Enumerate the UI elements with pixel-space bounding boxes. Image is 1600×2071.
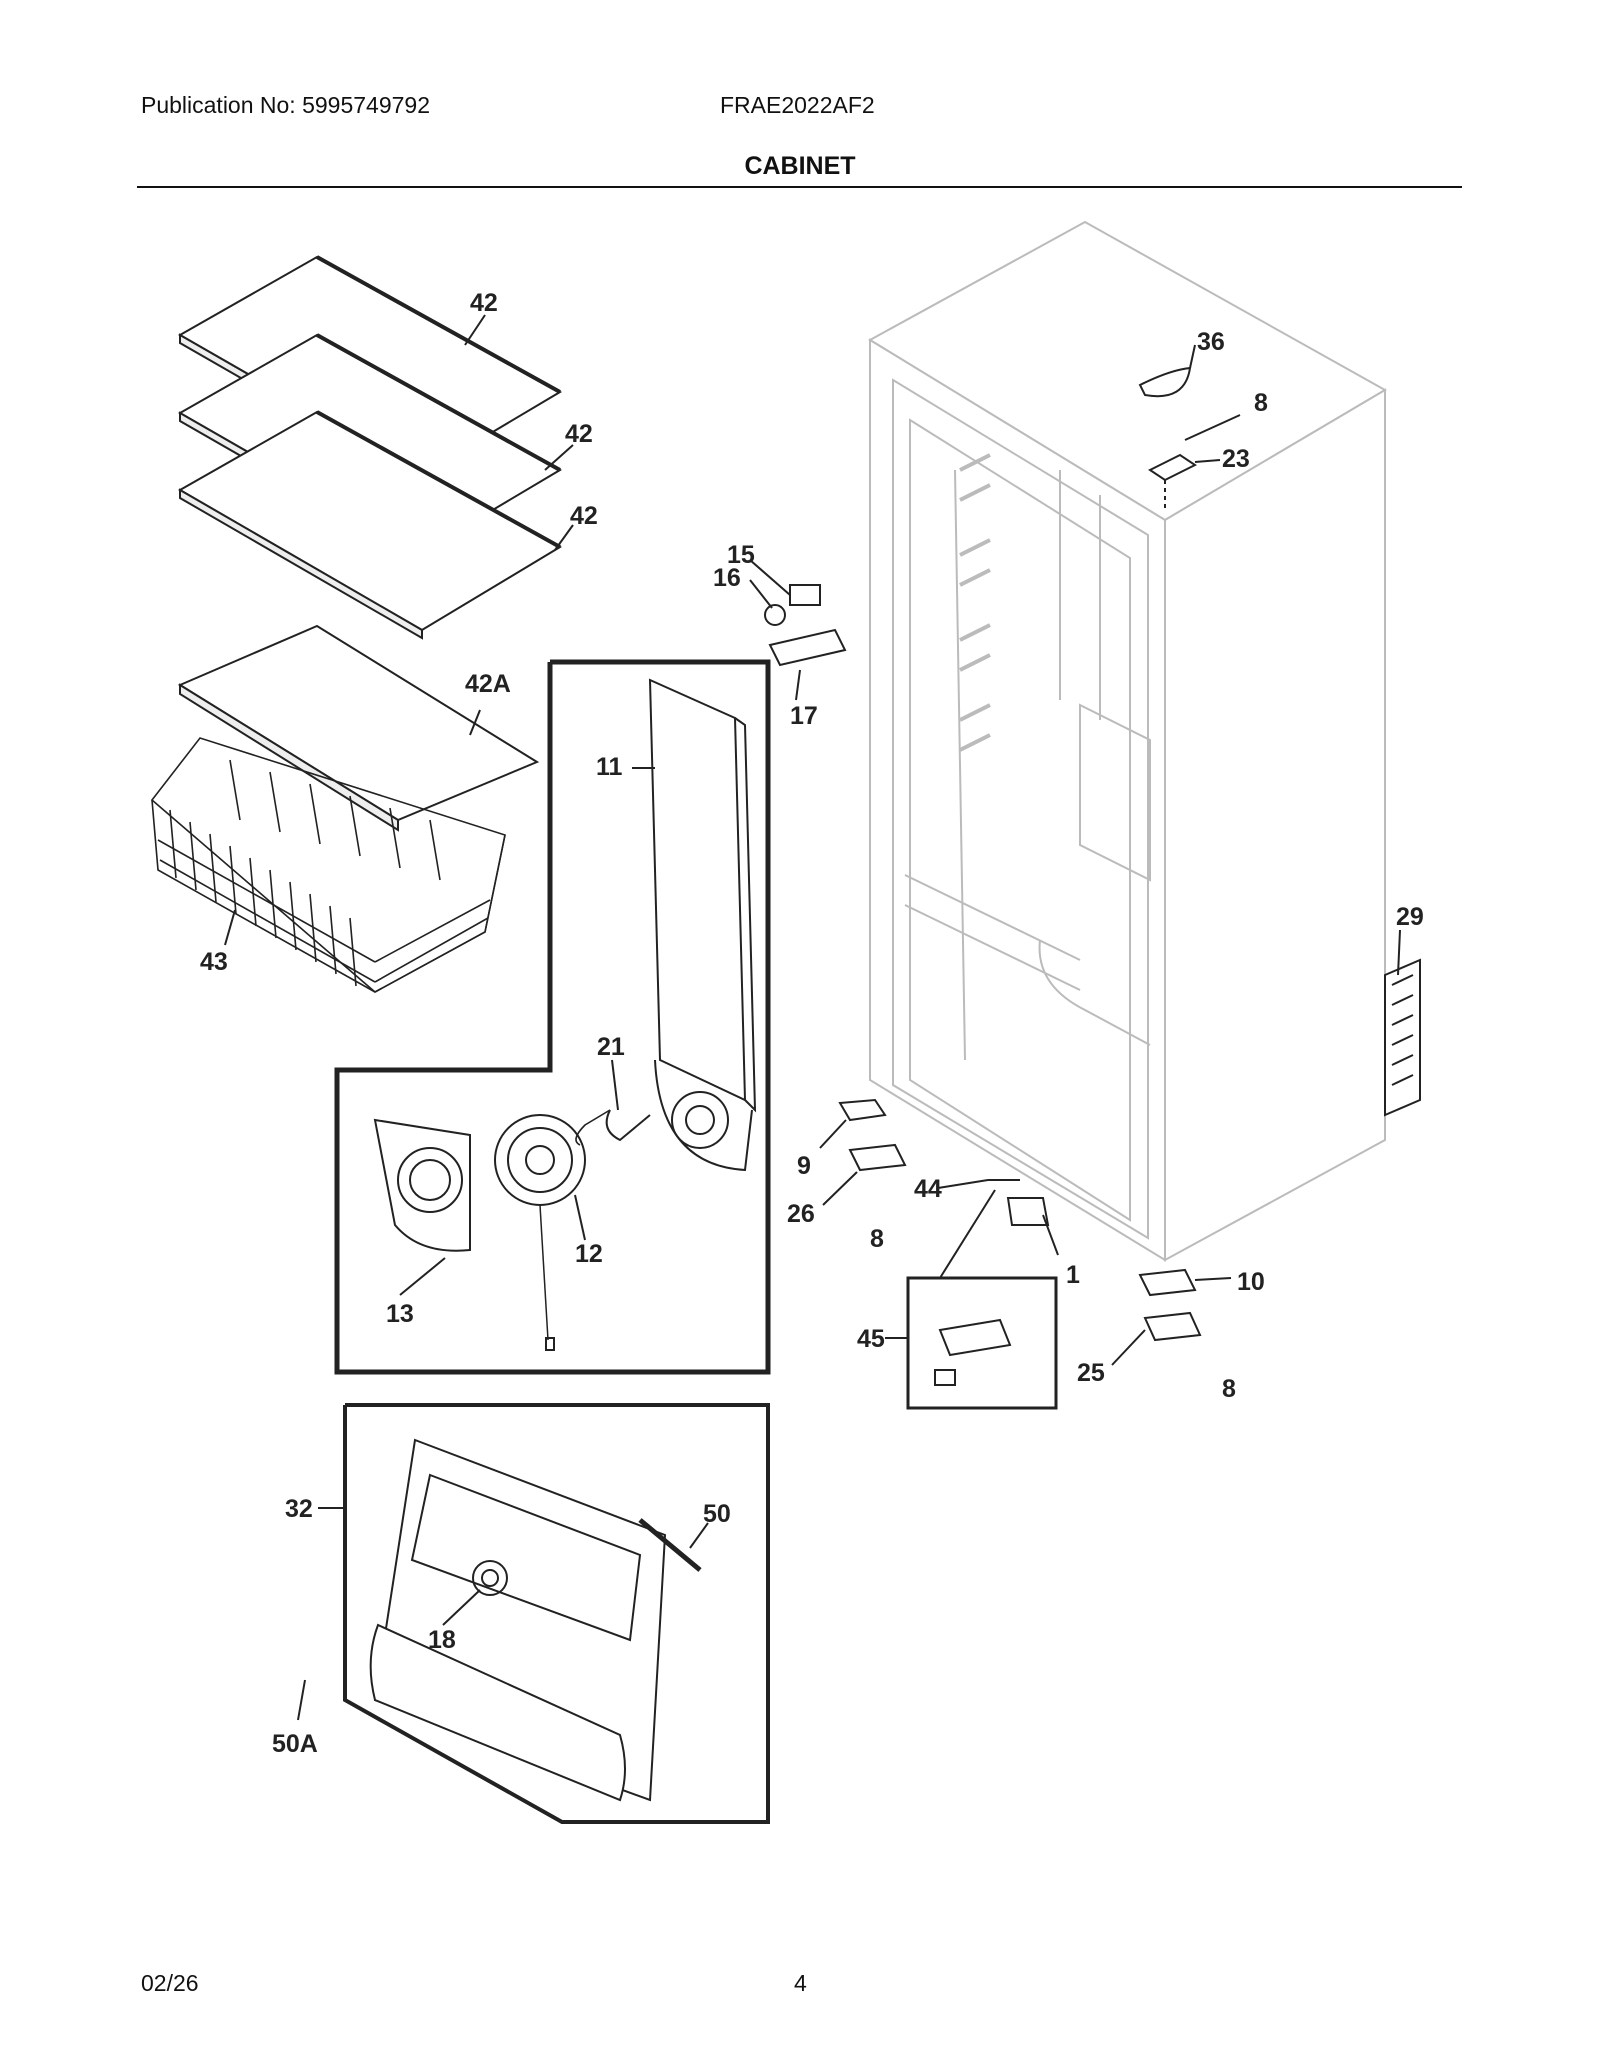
door-switch [988,1179,1050,1226]
callout-43: 43 [200,948,228,976]
rear-grille [1384,958,1421,1117]
fan-shroud [373,1118,471,1252]
callout-12: 12 [575,1240,603,1268]
shelf-3 [177,410,562,640]
evaporator-cover-frame [334,659,771,1375]
callout-8-bottom: 8 [1222,1375,1236,1403]
header-divider [137,186,1462,188]
callout-1: 1 [1066,1261,1080,1289]
fan-harness [575,1109,611,1146]
callout-44: 44 [914,1175,942,1203]
callout-8-top: 8 [1254,389,1268,417]
callout-45: 45 [857,1325,885,1353]
callout-42-a: 42 [470,289,498,317]
callout-labels: 42 42 42 42A 43 11 21 13 12 15 16 17 36 … [200,289,1424,1758]
callout-10: 10 [1237,1268,1265,1296]
callout-17: 17 [790,702,818,730]
callout-50a: 50A [272,1730,318,1758]
callout-9: 9 [797,1152,811,1180]
switch-harness-box [906,1276,1058,1410]
cabinet-door-bins [959,453,991,752]
model-number: FRAE2022AF2 [720,92,875,118]
light-socket [764,584,847,667]
hinge-top [1138,366,1197,510]
callout-29: 29 [1396,903,1424,931]
hinge-bottom-right [1138,1268,1202,1342]
callout-16: 16 [713,564,741,592]
section-title: CABINET [744,152,856,180]
fan-motor [494,1114,586,1351]
callout-11: 11 [596,753,623,781]
callout-18: 18 [428,1626,456,1654]
callout-42a: 42A [465,670,511,698]
callout-23: 23 [1222,445,1250,473]
callout-36: 36 [1197,328,1225,356]
glass-shelf-42a [177,624,540,832]
callout-25: 25 [1077,1359,1105,1387]
publication-number: Publication No: 5995749792 [141,92,431,118]
hinge-bottom-left [838,1098,907,1172]
wire-basket [150,737,506,993]
callout-13: 13 [386,1300,414,1328]
footer-date: 02/26 [141,1970,199,1996]
callout-21: 21 [597,1033,625,1061]
callout-50: 50 [703,1500,731,1528]
page-number: 4 [794,1970,807,1996]
callout-26: 26 [787,1200,815,1228]
kick-plate-frame [343,1403,770,1824]
callout-15: 15 [727,541,755,569]
callout-42-b: 42 [565,420,593,448]
callout-8-mid: 8 [870,1225,884,1253]
callout-32: 32 [285,1495,313,1523]
refrigerator-cabinet [868,220,1388,1262]
leader-lines [224,314,1401,1721]
callout-42-c: 42 [570,502,598,530]
